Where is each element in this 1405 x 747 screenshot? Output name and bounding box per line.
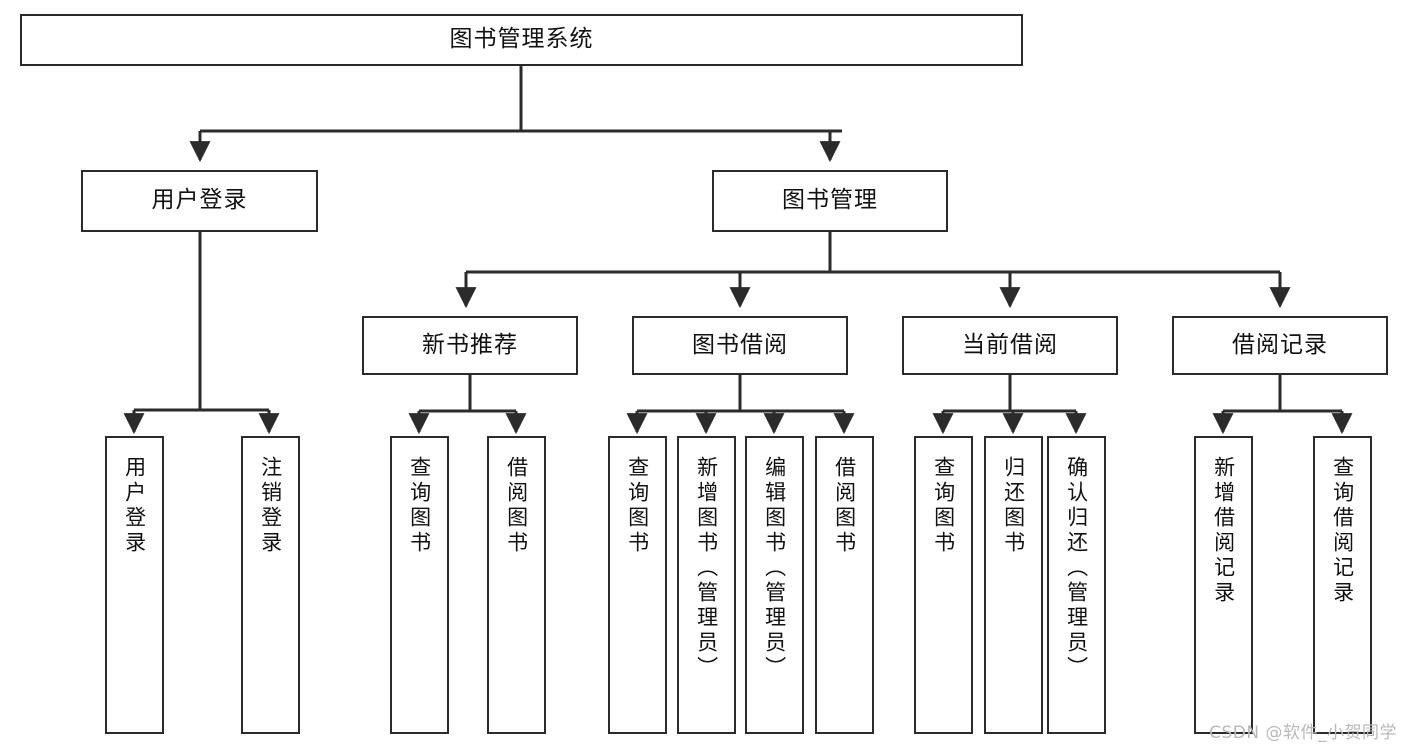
node-label: 当前借阅 <box>962 331 1058 358</box>
leaf-user-login[interactable]: 用户登录 <box>105 436 164 734</box>
leaf-query-borrow-record[interactable]: 查询借阅记录 <box>1313 436 1372 734</box>
leaf-query-book-borrow[interactable]: 查询图书 <box>608 436 667 734</box>
node-current-borrow[interactable]: 当前借阅 <box>902 316 1118 375</box>
node-label: 用户登录 <box>122 456 147 556</box>
node-new-book-recommend[interactable]: 新书推荐 <box>362 316 578 375</box>
leaf-query-book-current[interactable]: 查询图书 <box>914 436 973 734</box>
leaf-add-book-admin[interactable]: 新增图书（管理员） <box>677 436 736 734</box>
node-label: 借阅图书 <box>832 456 857 556</box>
node-label: 新增图书（管理员） <box>694 456 719 681</box>
leaf-borrow-book[interactable]: 借阅图书 <box>815 436 874 734</box>
leaf-confirm-return-admin[interactable]: 确认归还（管理员） <box>1047 436 1106 734</box>
node-label: 图书管理系统 <box>449 26 594 53</box>
leaf-add-borrow-record[interactable]: 新增借阅记录 <box>1194 436 1253 734</box>
node-label: 新增借阅记录 <box>1211 456 1236 606</box>
node-borrow-record[interactable]: 借阅记录 <box>1172 316 1388 375</box>
node-label: 归还图书 <box>1001 456 1026 556</box>
node-root-system[interactable]: 图书管理系统 <box>20 14 1023 66</box>
node-label: 查询图书 <box>931 456 956 556</box>
node-label: 借阅图书 <box>504 456 529 556</box>
node-label: 图书管理 <box>782 187 878 214</box>
leaf-query-book-recommend[interactable]: 查询图书 <box>390 436 449 734</box>
node-label: 新书推荐 <box>422 331 518 358</box>
leaf-edit-book-admin[interactable]: 编辑图书（管理员） <box>745 436 804 734</box>
node-label: 借阅记录 <box>1232 331 1328 358</box>
node-label: 编辑图书（管理员） <box>762 456 787 681</box>
node-label: 确认归还（管理员） <box>1064 456 1089 681</box>
node-label: 查询借阅记录 <box>1330 456 1355 606</box>
leaf-logout[interactable]: 注销登录 <box>241 436 300 734</box>
node-label: 查询图书 <box>625 456 650 556</box>
node-book-manage[interactable]: 图书管理 <box>712 170 948 232</box>
node-book-borrow[interactable]: 图书借阅 <box>632 316 848 375</box>
csdn-watermark: CSDN @软件_小贺同学 <box>1209 723 1397 743</box>
node-label: 图书借阅 <box>692 331 788 358</box>
leaf-borrow-book-recommend[interactable]: 借阅图书 <box>487 436 546 734</box>
node-user-login[interactable]: 用户登录 <box>81 170 318 232</box>
leaf-return-book[interactable]: 归还图书 <box>984 436 1043 734</box>
node-label: 查询图书 <box>407 456 432 556</box>
node-label: 注销登录 <box>258 456 283 556</box>
node-label: 用户登录 <box>151 187 248 214</box>
